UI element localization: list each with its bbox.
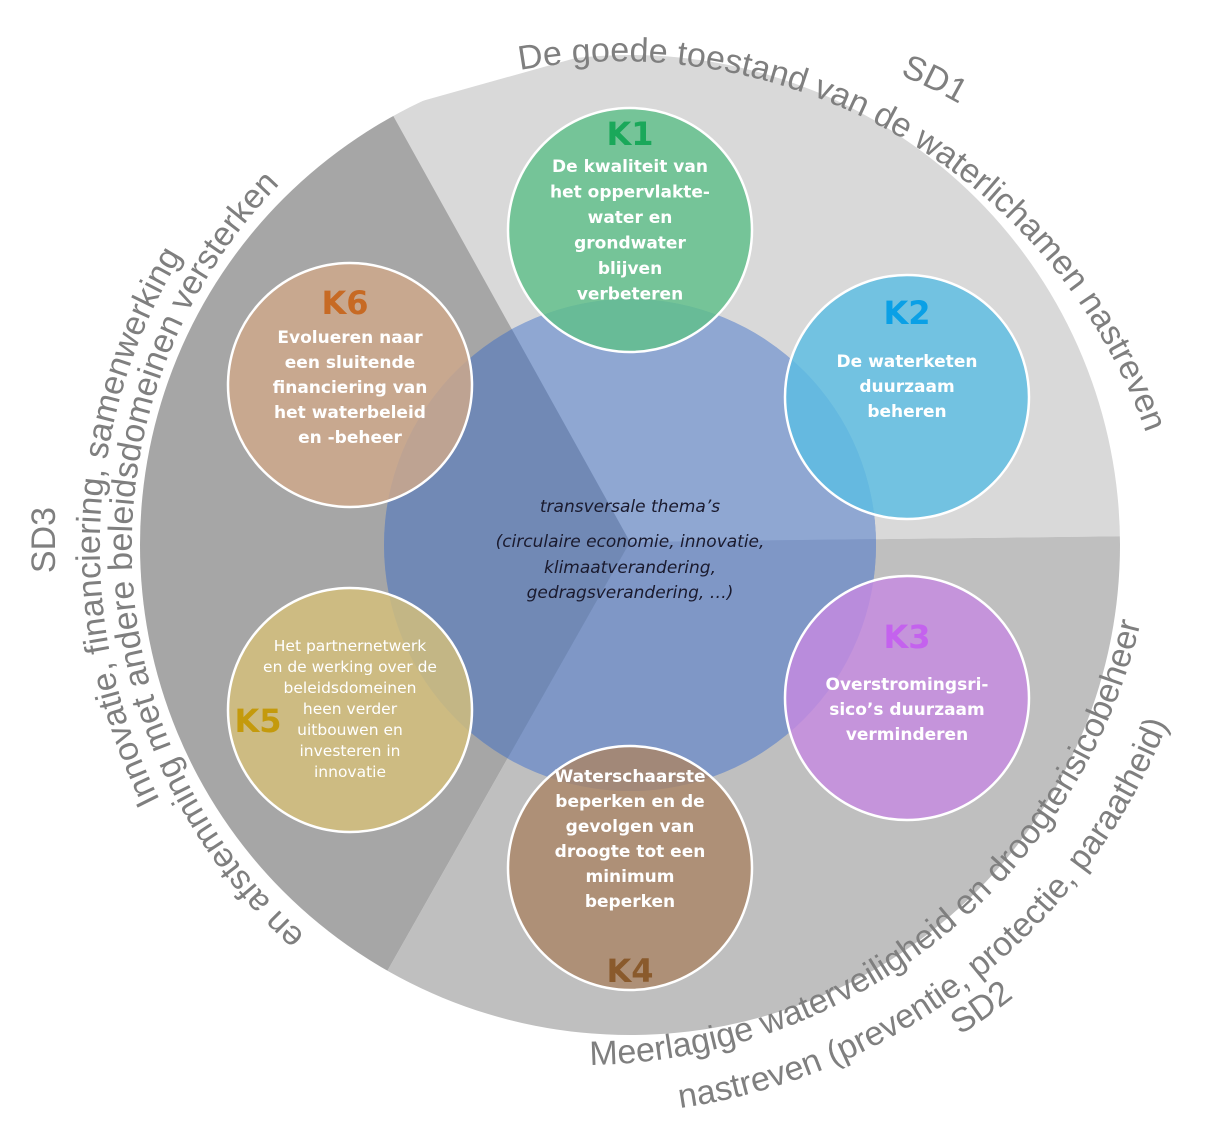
theme-k5-text-line: heen verder bbox=[303, 700, 398, 718]
theme-k6-text-line: financiering van bbox=[273, 378, 428, 398]
theme-k3-text-line: verminderen bbox=[846, 725, 968, 745]
sd3-label: SD3 bbox=[25, 507, 63, 573]
theme-k3-text-line: sico’s duurzaam bbox=[829, 700, 985, 720]
theme-k4-text-line: beperken bbox=[585, 892, 675, 912]
theme-k6-text-line: en -beheer bbox=[298, 428, 402, 448]
theme-k5-text-line: en de werking over de bbox=[263, 658, 437, 676]
theme-k5-text-line: innovatie bbox=[314, 763, 386, 781]
theme-k5-text-line: uitbouwen en bbox=[297, 721, 403, 739]
theme-k6-circle bbox=[226, 261, 474, 509]
center-line-2: klimaatverandering, bbox=[544, 558, 716, 578]
center-text-block: transversale thema’s (circulaire economi… bbox=[496, 497, 765, 603]
theme-k1-text-line: het oppervlakte- bbox=[550, 183, 710, 203]
center-circle-shading bbox=[384, 299, 876, 791]
theme-k4-circle bbox=[506, 744, 754, 992]
theme-k3-label: K3 bbox=[883, 618, 930, 656]
theme-k3-text-line: Overstromingsri- bbox=[826, 675, 989, 695]
theme-k2-text-line: beheren bbox=[867, 402, 946, 422]
theme-k4-label: K4 bbox=[606, 952, 653, 990]
theme-k4: K4 Waterschaarste beperken en de gevolgen v… bbox=[506, 744, 754, 992]
theme-k1-circle bbox=[506, 106, 754, 354]
theme-k4-text-line: droogte tot een bbox=[555, 842, 706, 862]
theme-k2-label: K2 bbox=[883, 294, 930, 332]
theme-circles: K1 De kwaliteit van het oppervlakte-water … bbox=[226, 106, 1031, 992]
theme-k1-text-line: verbeteren bbox=[577, 285, 683, 305]
theme-k1-text-line: water en bbox=[588, 208, 673, 228]
theme-k4-text-line: Waterschaarste bbox=[554, 767, 705, 787]
theme-k2-circle bbox=[783, 273, 1031, 521]
theme-k2: K2 De waterketen duurzaam beheren bbox=[783, 273, 1031, 521]
sector-sd3-wedge bbox=[140, 55, 630, 1035]
theme-k6-text-line: het waterbeleid bbox=[274, 403, 426, 423]
theme-k2-text-line: De waterketen bbox=[837, 352, 978, 372]
theme-k6-label: K6 bbox=[321, 284, 368, 322]
theme-k5-text-line: Het partnernetwerk bbox=[274, 637, 426, 655]
center-line-3: gedragsverandering, …) bbox=[527, 583, 734, 603]
center-shade-sd1 bbox=[390, 299, 876, 542]
theme-k4-text-line: minimum bbox=[585, 867, 674, 887]
theme-k1: K1 De kwaliteit van het oppervlakte-water … bbox=[506, 106, 754, 354]
theme-k6-text-line: een sluitende bbox=[285, 353, 415, 373]
theme-k4-text-line: gevolgen van bbox=[566, 817, 695, 837]
center-line-1: (circulaire economie, innovatie, bbox=[496, 532, 765, 552]
theme-k5-text-line: investeren in bbox=[300, 742, 401, 760]
sd1-label-path: SD1 bbox=[897, 47, 974, 111]
theme-k6-text-line: Evolueren naar bbox=[277, 328, 423, 348]
theme-k4-text-line: beperken en de bbox=[555, 792, 704, 812]
theme-k1-label: K1 bbox=[606, 115, 653, 153]
theme-k1-text-line: grondwater bbox=[574, 234, 686, 254]
center-shade-sd2 bbox=[385, 536, 876, 791]
theme-k5: K5 Het partnernetwerk en de werking over d… bbox=[226, 586, 474, 834]
sd1-label: SD1 bbox=[897, 47, 974, 111]
theme-k5-label: K5 bbox=[234, 702, 281, 740]
theme-k1-text-line: blijven bbox=[598, 259, 662, 279]
theme-k2-text-line: duurzaam bbox=[859, 377, 954, 397]
theme-k1-text-line: De kwaliteit van bbox=[552, 157, 708, 177]
theme-k3-circle bbox=[783, 574, 1031, 822]
theme-k5-circle bbox=[226, 586, 474, 834]
center-title: transversale thema’s bbox=[540, 497, 720, 517]
theme-k5-text-line: beleidsdomeinen bbox=[284, 679, 417, 697]
